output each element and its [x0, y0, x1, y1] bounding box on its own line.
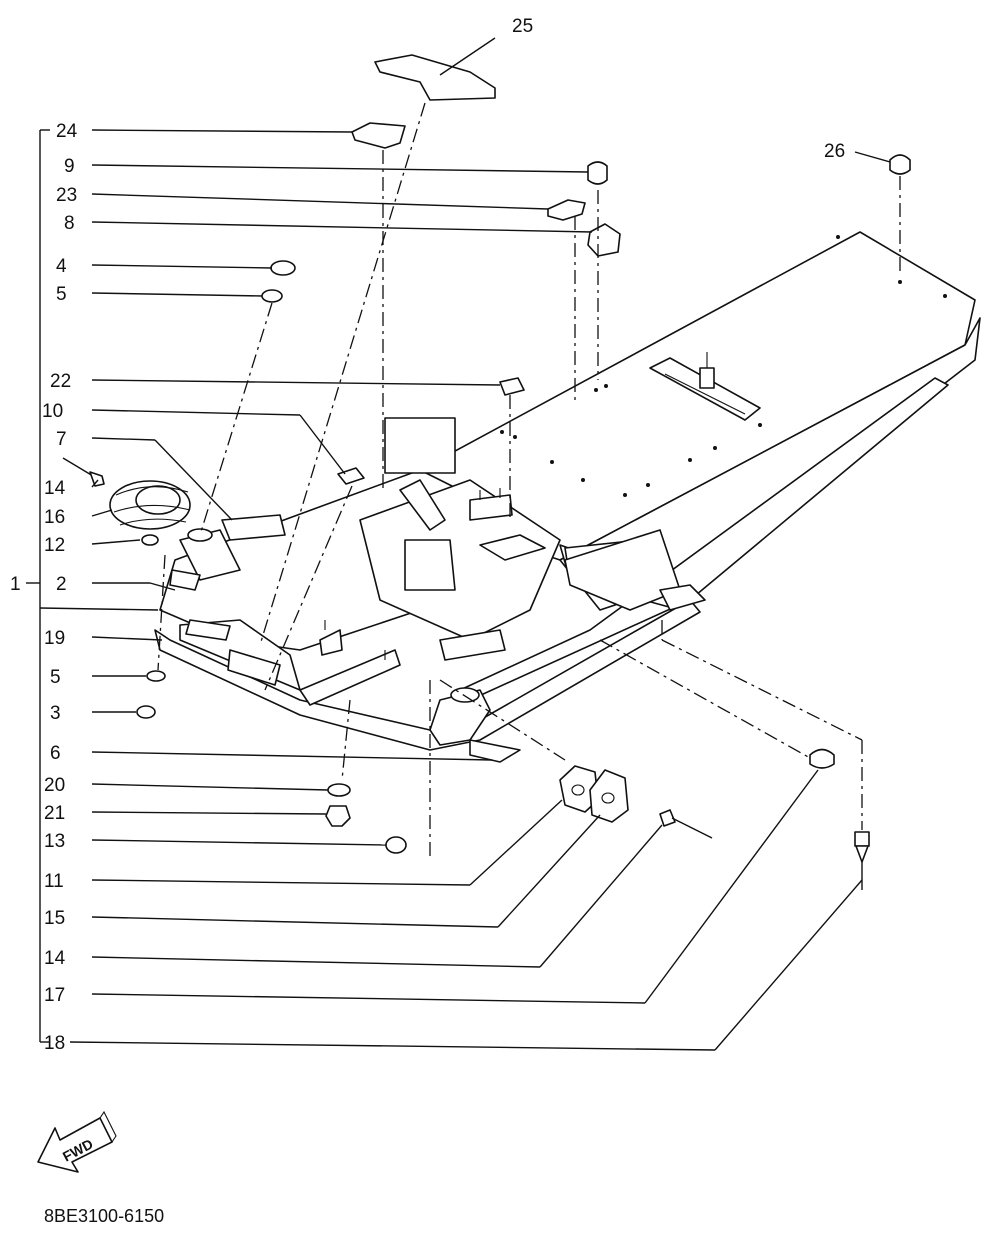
callout-18: 18 [44, 1033, 65, 1054]
main-frame [154, 231, 981, 763]
callout-14-top: 14 [44, 478, 66, 499]
part-4-grommet [270, 260, 296, 276]
part-14-bolt-top [62, 457, 105, 487]
part-24-pad [351, 122, 406, 149]
callout-1: 1 [10, 574, 21, 595]
callout-2: 2 [56, 574, 67, 595]
group-bracket [26, 129, 50, 1043]
fwd-arrow-icon: FWD [37, 1110, 117, 1173]
callout-13: 13 [44, 831, 65, 852]
parts [62, 54, 911, 890]
part-9-nut [587, 161, 608, 185]
callout-10: 10 [42, 401, 63, 422]
part-5-grommet-bottom [146, 670, 166, 682]
part-3-grommet [136, 705, 156, 719]
part-5-grommet-top [261, 289, 283, 303]
callout-labels: 25 24 9 23 8 4 5 22 10 7 14 16 12 1 2 19… [10, 16, 845, 1054]
callout-12: 12 [44, 535, 65, 556]
part-12 [141, 534, 159, 546]
part-17-cap [809, 748, 835, 769]
callout-17: 17 [44, 985, 65, 1006]
part-14-bolt-bottom [659, 809, 713, 839]
callout-11: 11 [44, 871, 64, 892]
part-25-mat [374, 54, 496, 101]
callout-26: 26 [824, 141, 845, 162]
callout-21: 21 [44, 803, 65, 824]
callout-24: 24 [56, 121, 78, 142]
callout-7: 7 [56, 429, 67, 450]
part-20-washer [327, 783, 351, 797]
callout-25: 25 [512, 16, 533, 37]
callout-3: 3 [50, 703, 61, 724]
leader-lines [39, 37, 891, 1051]
part-18-rivet [854, 831, 870, 890]
part-10-pad [337, 467, 365, 485]
callout-23: 23 [56, 185, 77, 206]
callout-15: 15 [44, 908, 65, 929]
callout-4: 4 [56, 256, 67, 277]
callout-16: 16 [44, 507, 65, 528]
callout-19: 19 [44, 628, 65, 649]
part-23-pad [547, 199, 586, 221]
callout-20: 20 [44, 775, 65, 796]
callout-14-bottom: 14 [44, 948, 66, 969]
callout-8: 8 [64, 213, 75, 234]
drawing-code: 8BE3100-6150 [44, 1206, 164, 1226]
callout-6: 6 [50, 743, 61, 764]
callout-5-top: 5 [56, 284, 67, 305]
part-13-grommet [385, 836, 407, 854]
part-16-damper [109, 480, 191, 530]
callout-22: 22 [50, 371, 71, 392]
part-22-pad [499, 377, 525, 396]
part-8-bracket [587, 223, 621, 257]
callout-9: 9 [64, 156, 75, 177]
callout-5-bottom: 5 [50, 667, 61, 688]
part-15-mount [589, 769, 629, 823]
center-lines [157, 102, 901, 860]
part-26-plug [889, 154, 911, 175]
part-21-nut [325, 805, 351, 827]
